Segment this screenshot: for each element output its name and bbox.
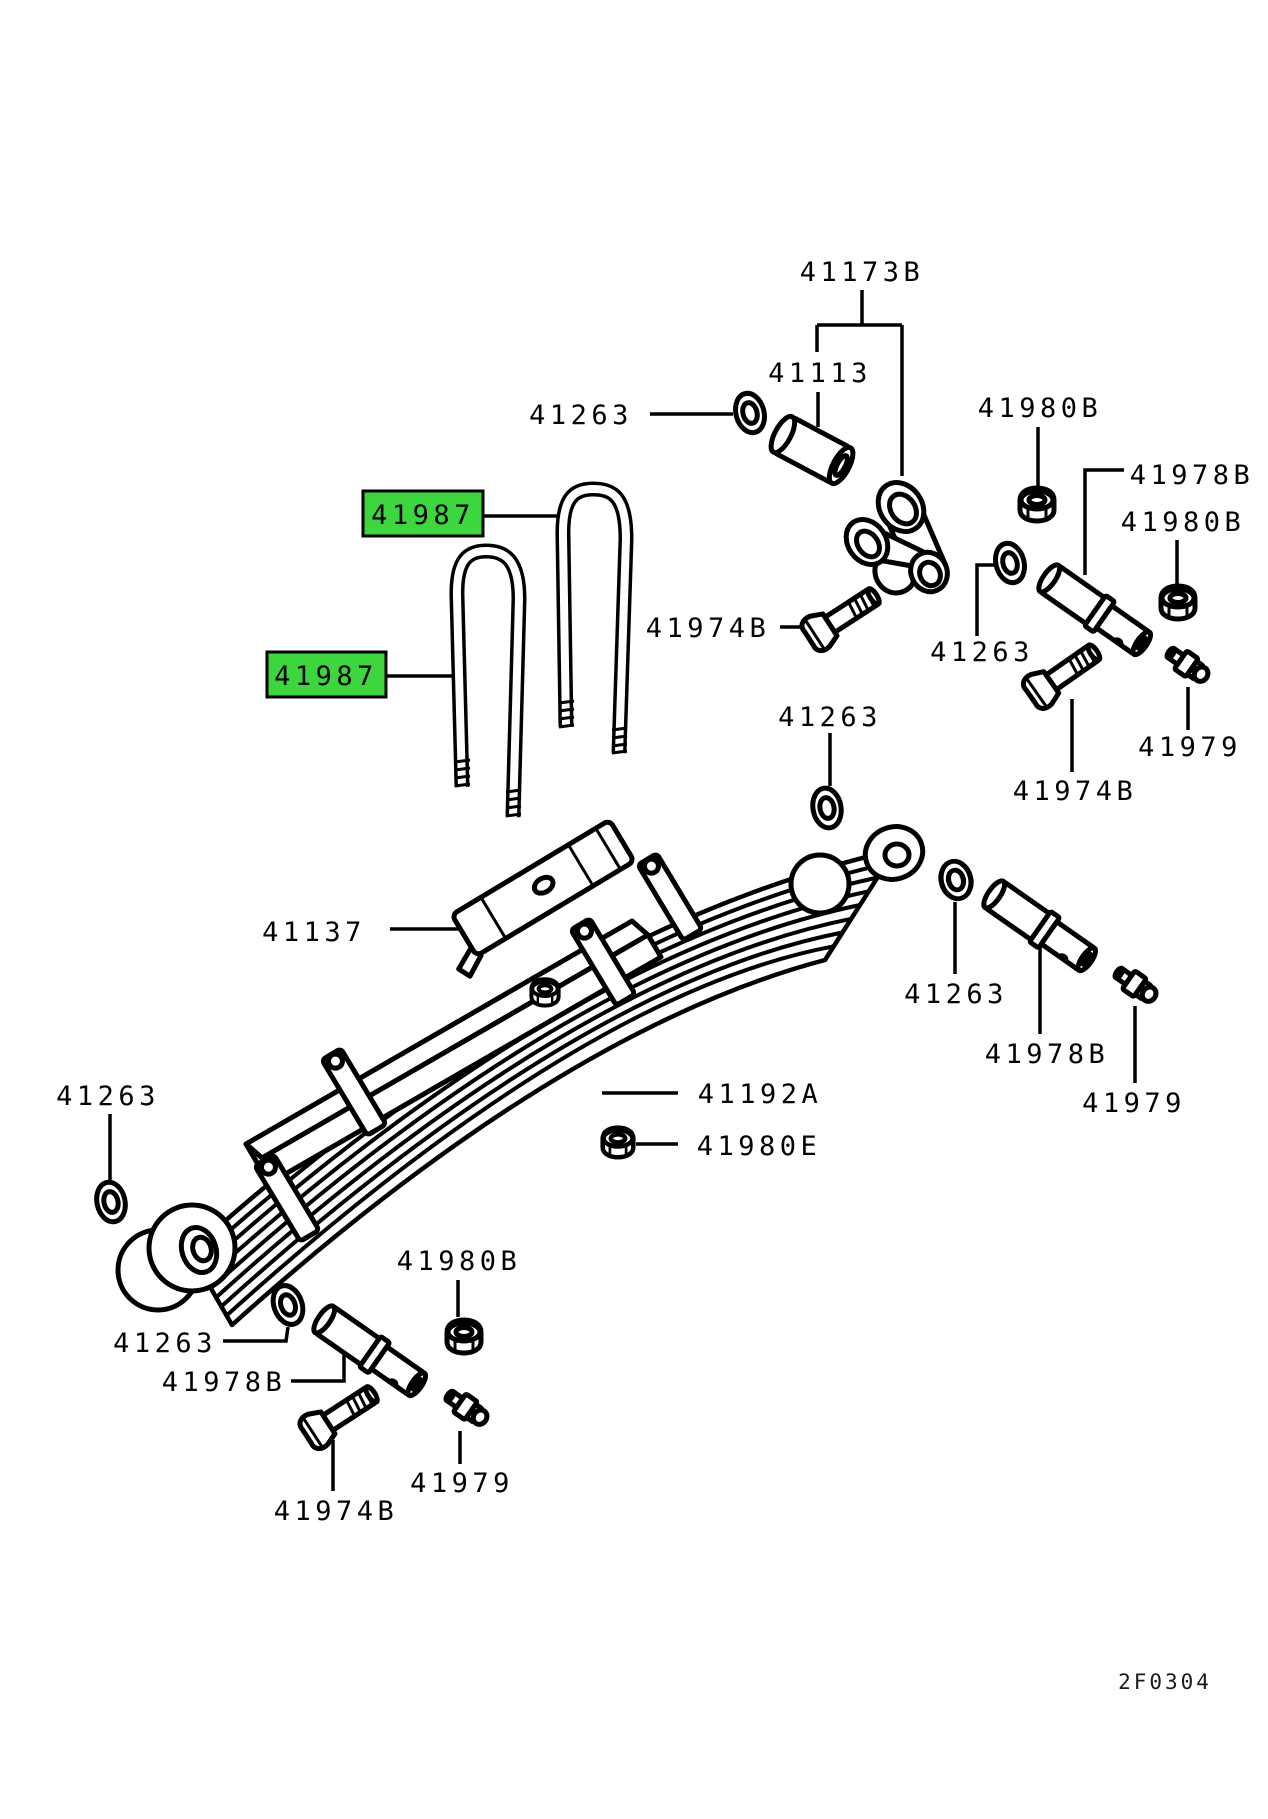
label-41978B-3: 41978B [985,1039,1110,1070]
highlighted-label-41987-1[interactable]: 41987 [361,489,485,538]
leader-41978B-2 [291,1354,346,1383]
label-41173B: 41173B [800,257,925,288]
label-41263-4: 41263 [56,1081,160,1112]
leaf-spring-assembly [115,824,926,1328]
fitting-41979-1 [1162,643,1212,687]
label-41979-3: 41979 [1082,1088,1186,1119]
label-41978B-2: 41978B [162,1367,287,1398]
label-41974B-2: 41974B [1013,776,1138,807]
highlight-box-1[interactable] [361,489,485,538]
part-labels: 41173B 41113 41263 41980B 41978B 41980B … [56,257,1255,1527]
diagram-code: 2F0304 [1118,1670,1212,1694]
label-41263-5: 41263 [113,1328,217,1359]
washer-3 [991,540,1028,586]
bushing-41113 [768,413,856,487]
bolt-41974B-3 [297,1377,385,1452]
nut-41980B-3 [447,1320,481,1353]
label-41980E: 41980E [697,1131,822,1162]
leader-41173B [815,290,904,476]
label-41974B-3: 41974B [274,1496,399,1527]
label-41137: 41137 [262,917,366,948]
spring-plate-41137 [451,819,635,979]
u-bolt-left [449,543,527,818]
spring-rear-eye [788,824,926,916]
u-bolt-right [555,481,634,755]
leader-41263-5 [223,1326,290,1343]
spring-front-eye [115,1202,238,1313]
label-41987-1[interactable]: 41987 [371,500,475,531]
nut-41980E [603,1128,634,1158]
leader-lines [108,290,1190,1491]
center-bolt-nut [531,979,558,1005]
fitting-41979-2 [441,1386,491,1430]
bolt-41974B-1 [799,579,887,654]
washer-4 [93,1180,129,1225]
highlighted-label-41987-2[interactable]: 41987 [265,650,388,699]
label-41979-2: 41979 [410,1468,514,1499]
washer-2 [810,786,845,830]
nut-41980B-1 [1020,488,1054,521]
leader-41978B-1 [1083,468,1124,575]
label-41192A: 41192A [698,1079,823,1110]
label-41263-3: 41263 [930,637,1034,668]
label-41978B-1: 41978B [1130,460,1255,491]
leader-41263-3 [975,563,996,636]
label-41987-2[interactable]: 41987 [274,661,378,692]
label-41979-1: 41979 [1138,732,1242,763]
label-41974B-1: 41974B [646,613,771,644]
shackle-assembly [843,480,950,596]
label-41113: 41113 [768,358,872,389]
label-41263-6: 41263 [904,979,1008,1010]
label-41980B-1: 41980B [978,393,1103,424]
highlight-box-2[interactable] [265,650,388,699]
fitting-41979-3 [1110,963,1160,1007]
label-41980B-3: 41980B [397,1246,522,1277]
label-41263-2: 41263 [778,702,882,733]
washer-1 [731,390,768,436]
label-41263-1: 41263 [529,400,633,431]
nut-41980B-2 [1161,586,1195,619]
label-41980B-2: 41980B [1121,507,1246,538]
washer-6 [937,858,975,902]
